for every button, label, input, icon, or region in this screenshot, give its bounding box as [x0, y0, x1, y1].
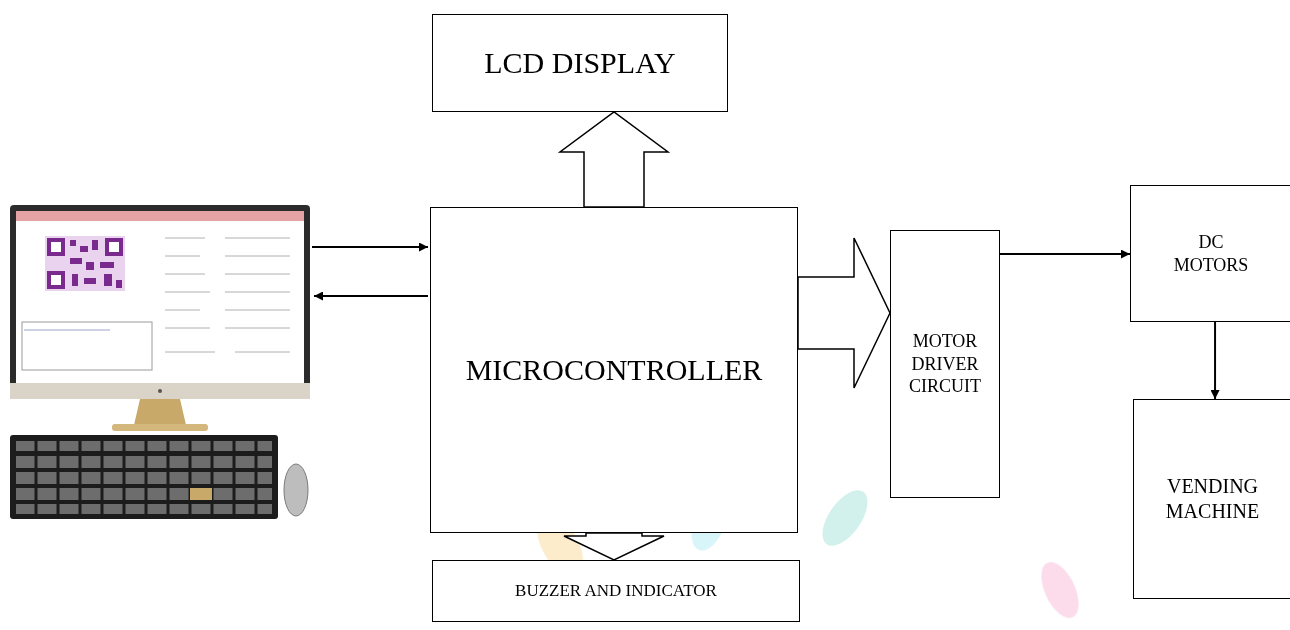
controller-box: MICROCONTROLLER [430, 207, 798, 533]
watermark-leaf [1034, 556, 1087, 623]
monitor-stand [134, 399, 186, 425]
signal-arrow [1000, 253, 1130, 255]
box-label: VENDING MACHINE [1140, 474, 1285, 524]
monitor-frame [10, 205, 310, 395]
bus-arrow [798, 238, 890, 388]
qr-code [45, 236, 125, 291]
pc-link-arrows [312, 247, 428, 296]
signal-arrow [1214, 322, 1216, 399]
monitor-screen [16, 211, 304, 383]
motor-box: DC MOTORS [1130, 185, 1290, 322]
display-box: LCD DISPLAY [432, 14, 728, 112]
bus-arrow [564, 533, 664, 560]
bus-arrow [560, 112, 668, 207]
form-fields [165, 238, 290, 352]
text-line [24, 330, 110, 331]
keyboard [10, 435, 278, 519]
logo-dot [158, 389, 162, 393]
box-label: LCD DISPLAY [484, 44, 675, 82]
box-label: MICROCONTROLLER [466, 351, 763, 389]
watermark-leaf [814, 483, 877, 554]
mouse [284, 464, 308, 516]
window-title-bar [16, 211, 304, 221]
box-label: MOTOR DRIVER CIRCUIT [897, 330, 993, 398]
pc-to-controller-arrow [312, 246, 428, 248]
stand-base [112, 424, 208, 431]
monitor-chin [10, 383, 310, 399]
indicator-box: BUZZER AND INDICATOR [432, 560, 800, 622]
text-area [22, 322, 152, 370]
computer-illustration [10, 205, 310, 519]
controller-to-pc-arrow [314, 295, 428, 297]
box-label: DC MOTORS [1169, 231, 1254, 276]
driver-box: MOTOR DRIVER CIRCUIT [890, 230, 1000, 498]
machine-box: VENDING MACHINE [1133, 399, 1290, 599]
box-label: BUZZER AND INDICATOR [515, 580, 717, 601]
